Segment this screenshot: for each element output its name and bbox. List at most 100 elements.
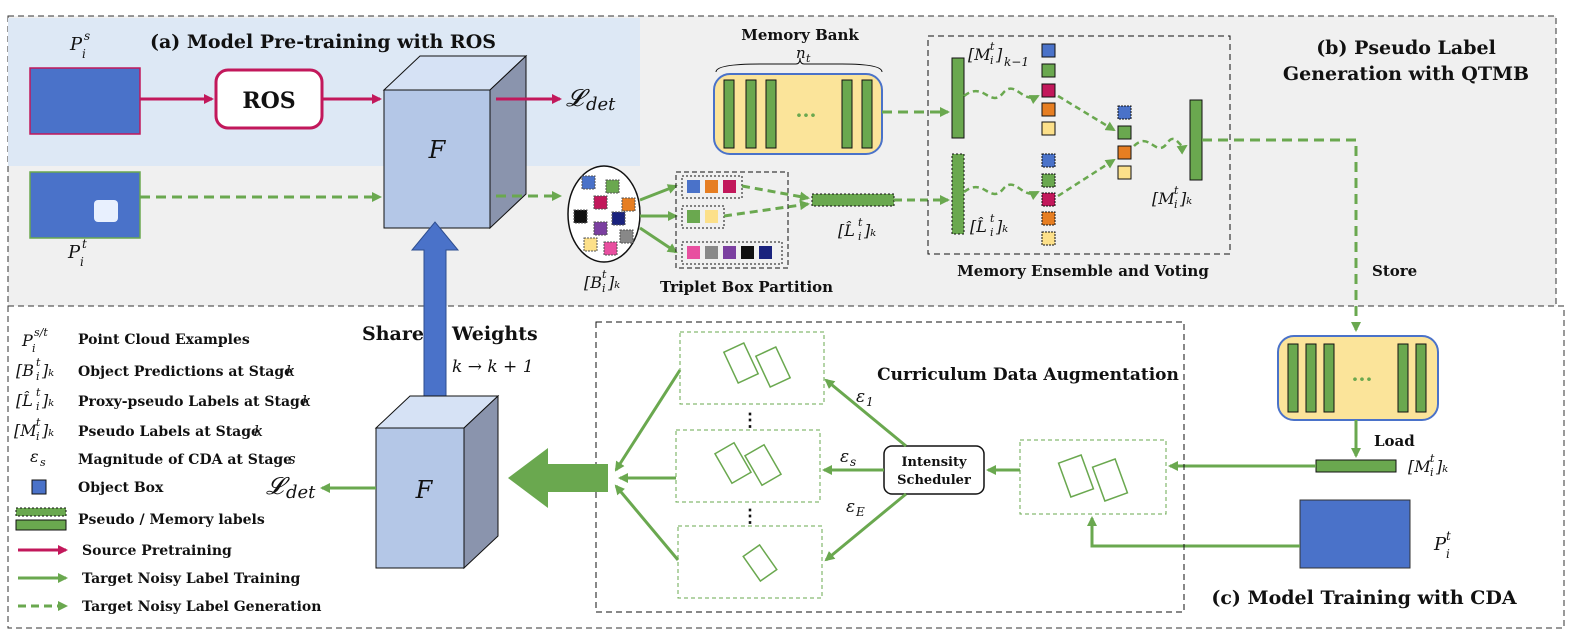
scheduler-label-line1: Intensity — [901, 455, 967, 470]
arrow-scheduler-to-scene-1 — [824, 378, 907, 448]
svg-text:[M: [M — [968, 45, 991, 64]
legend-target-training: Target Noisy Label Training — [18, 571, 301, 587]
ros-label: ROS — [242, 88, 295, 114]
svg-text:ε: ε — [840, 447, 849, 467]
triplet-group-low — [681, 241, 783, 265]
svg-text:t: t — [990, 212, 995, 225]
panel-c-title: (c) Model Training with CDA — [1211, 587, 1516, 609]
loaded-pseudo-label-text: [M t i ]ₖ — [1408, 452, 1448, 479]
memory-bank-bottom-slots — [1287, 343, 1427, 413]
voted-column — [1117, 105, 1132, 180]
svg-text:Magnitude of CDA at Stage: Magnitude of CDA at Stage — [78, 452, 292, 468]
svg-text:i: i — [36, 370, 40, 383]
voting-column-lower — [1041, 153, 1056, 246]
svg-text:det: det — [586, 94, 616, 115]
svg-text:t: t — [82, 237, 87, 251]
svg-text:k−1: k−1 — [1004, 55, 1029, 69]
svg-text:n: n — [796, 44, 806, 62]
svg-text:k: k — [254, 422, 263, 440]
arrow-prev-to-column — [963, 87, 1040, 105]
source-point-cloud-label: P s i — [69, 29, 90, 61]
legend-source-pretraining: Source Pretraining — [18, 543, 232, 559]
svg-text:i: i — [36, 430, 40, 443]
ensemble-frame — [927, 35, 1231, 255]
arrow-proxy-to-column — [963, 183, 1040, 201]
svg-text:i: i — [602, 282, 606, 295]
arrow-vote-to-label — [1133, 137, 1188, 155]
legend-object-predictions: [B t i ]ₖ Object Predictions at Stage k — [16, 356, 295, 383]
svg-text:t: t — [806, 52, 811, 65]
scheduler-label-line2: Scheduler — [897, 473, 971, 488]
predictions-label: [B t i ]ₖ — [584, 268, 620, 295]
arrow-to-triplet-low — [639, 226, 678, 254]
svg-text:t: t — [858, 216, 863, 229]
svg-text:Pseudo Labels at Stage: Pseudo Labels at Stage — [78, 424, 260, 440]
svg-text:k: k — [302, 392, 311, 410]
share-label: Share — [362, 323, 424, 345]
svg-text:s: s — [288, 450, 296, 468]
svg-text:Proxy-pseudo Labels at Stage: Proxy-pseudo Labels at Stage — [78, 394, 309, 410]
svg-text:[M: [M — [1152, 189, 1175, 208]
svg-text:t: t — [36, 416, 41, 429]
triplet-group-high — [681, 175, 743, 199]
svg-text:]ₖ: ]ₖ — [1179, 189, 1192, 208]
proxy-label-text-vertical: [L̂ t i ]ₖ — [970, 212, 1008, 239]
target-point-cloud-label-bottom: P t i — [1433, 529, 1451, 561]
weights-label: Weights — [451, 323, 538, 345]
svg-text:]ₖ: ]ₖ — [41, 391, 54, 410]
svg-text:Source Pretraining: Source Pretraining — [82, 543, 232, 559]
svg-text:P: P — [69, 34, 83, 55]
augmentation-input-scene — [1019, 439, 1167, 515]
svg-text:det: det — [286, 482, 316, 503]
arrow-scene-e-to-merge — [614, 484, 680, 561]
legend-proxy-labels: [L̂ t i ]ₖ Proxy-pseudo Labels at Stage … — [16, 386, 311, 413]
arrow-mid-to-proxy — [723, 200, 810, 218]
model-f-label: F — [428, 136, 447, 164]
pretrain-loss: 𝓛 det — [566, 84, 616, 115]
panel-b-title-line2: Generation with QTMB — [1283, 63, 1529, 85]
prev-pseudo-label-bar — [951, 57, 965, 139]
augmentation-input-points — [1057, 454, 1129, 502]
translate-icon — [94, 200, 118, 222]
legend-cda-magnitude: ε s Magnitude of CDA at Stage s — [30, 447, 296, 469]
memory-bank-bottom-dots: ··· — [1352, 367, 1373, 391]
proxy-pseudo-label-bar — [811, 193, 895, 207]
memory-bank-title: Memory Bank — [741, 26, 859, 44]
svg-text:i: i — [990, 226, 994, 239]
svg-text:[L̂: [L̂ — [838, 221, 855, 240]
svg-text:i: i — [858, 230, 862, 243]
svg-text:i: i — [1430, 466, 1434, 479]
arrow-scene-1-to-merge — [614, 369, 682, 472]
vdots-lower: ⋮ — [741, 506, 759, 527]
panel-a-title: (a) Model Pre-training with ROS — [150, 31, 496, 53]
svg-text:t: t — [36, 356, 41, 369]
svg-text:Point Cloud Examples: Point Cloud Examples — [78, 332, 250, 348]
svg-text:[L̂: [L̂ — [970, 217, 987, 236]
svg-text:Pseudo / Memory labels: Pseudo / Memory labels — [78, 512, 265, 528]
svg-text:t: t — [36, 386, 41, 399]
big-arrow-to-model — [508, 448, 608, 508]
pseudo-label-bar — [1189, 99, 1203, 181]
svg-text:[B: [B — [584, 273, 602, 292]
svg-text:Object Box: Object Box — [78, 480, 164, 496]
target-point-cloud-box — [29, 171, 141, 239]
svg-text:i: i — [36, 400, 40, 413]
svg-text:[M: [M — [1408, 457, 1431, 476]
augmented-scene-1 — [679, 331, 825, 405]
svg-text:t: t — [602, 268, 607, 281]
svg-text:P: P — [21, 331, 33, 350]
svg-text:t: t — [1430, 452, 1435, 465]
target-point-cloud-box-bottom — [1299, 499, 1411, 569]
svg-text:s: s — [84, 29, 90, 43]
svg-text:i: i — [990, 54, 994, 67]
model-f-train: F — [374, 394, 500, 570]
vdots-upper: ⋮ — [741, 410, 759, 431]
svg-text:i: i — [32, 342, 36, 355]
loaded-pseudo-label-bar — [1315, 459, 1397, 473]
svg-text:P: P — [1433, 534, 1447, 555]
pseudo-label-text: [M t i ]ₖ — [1152, 184, 1192, 211]
